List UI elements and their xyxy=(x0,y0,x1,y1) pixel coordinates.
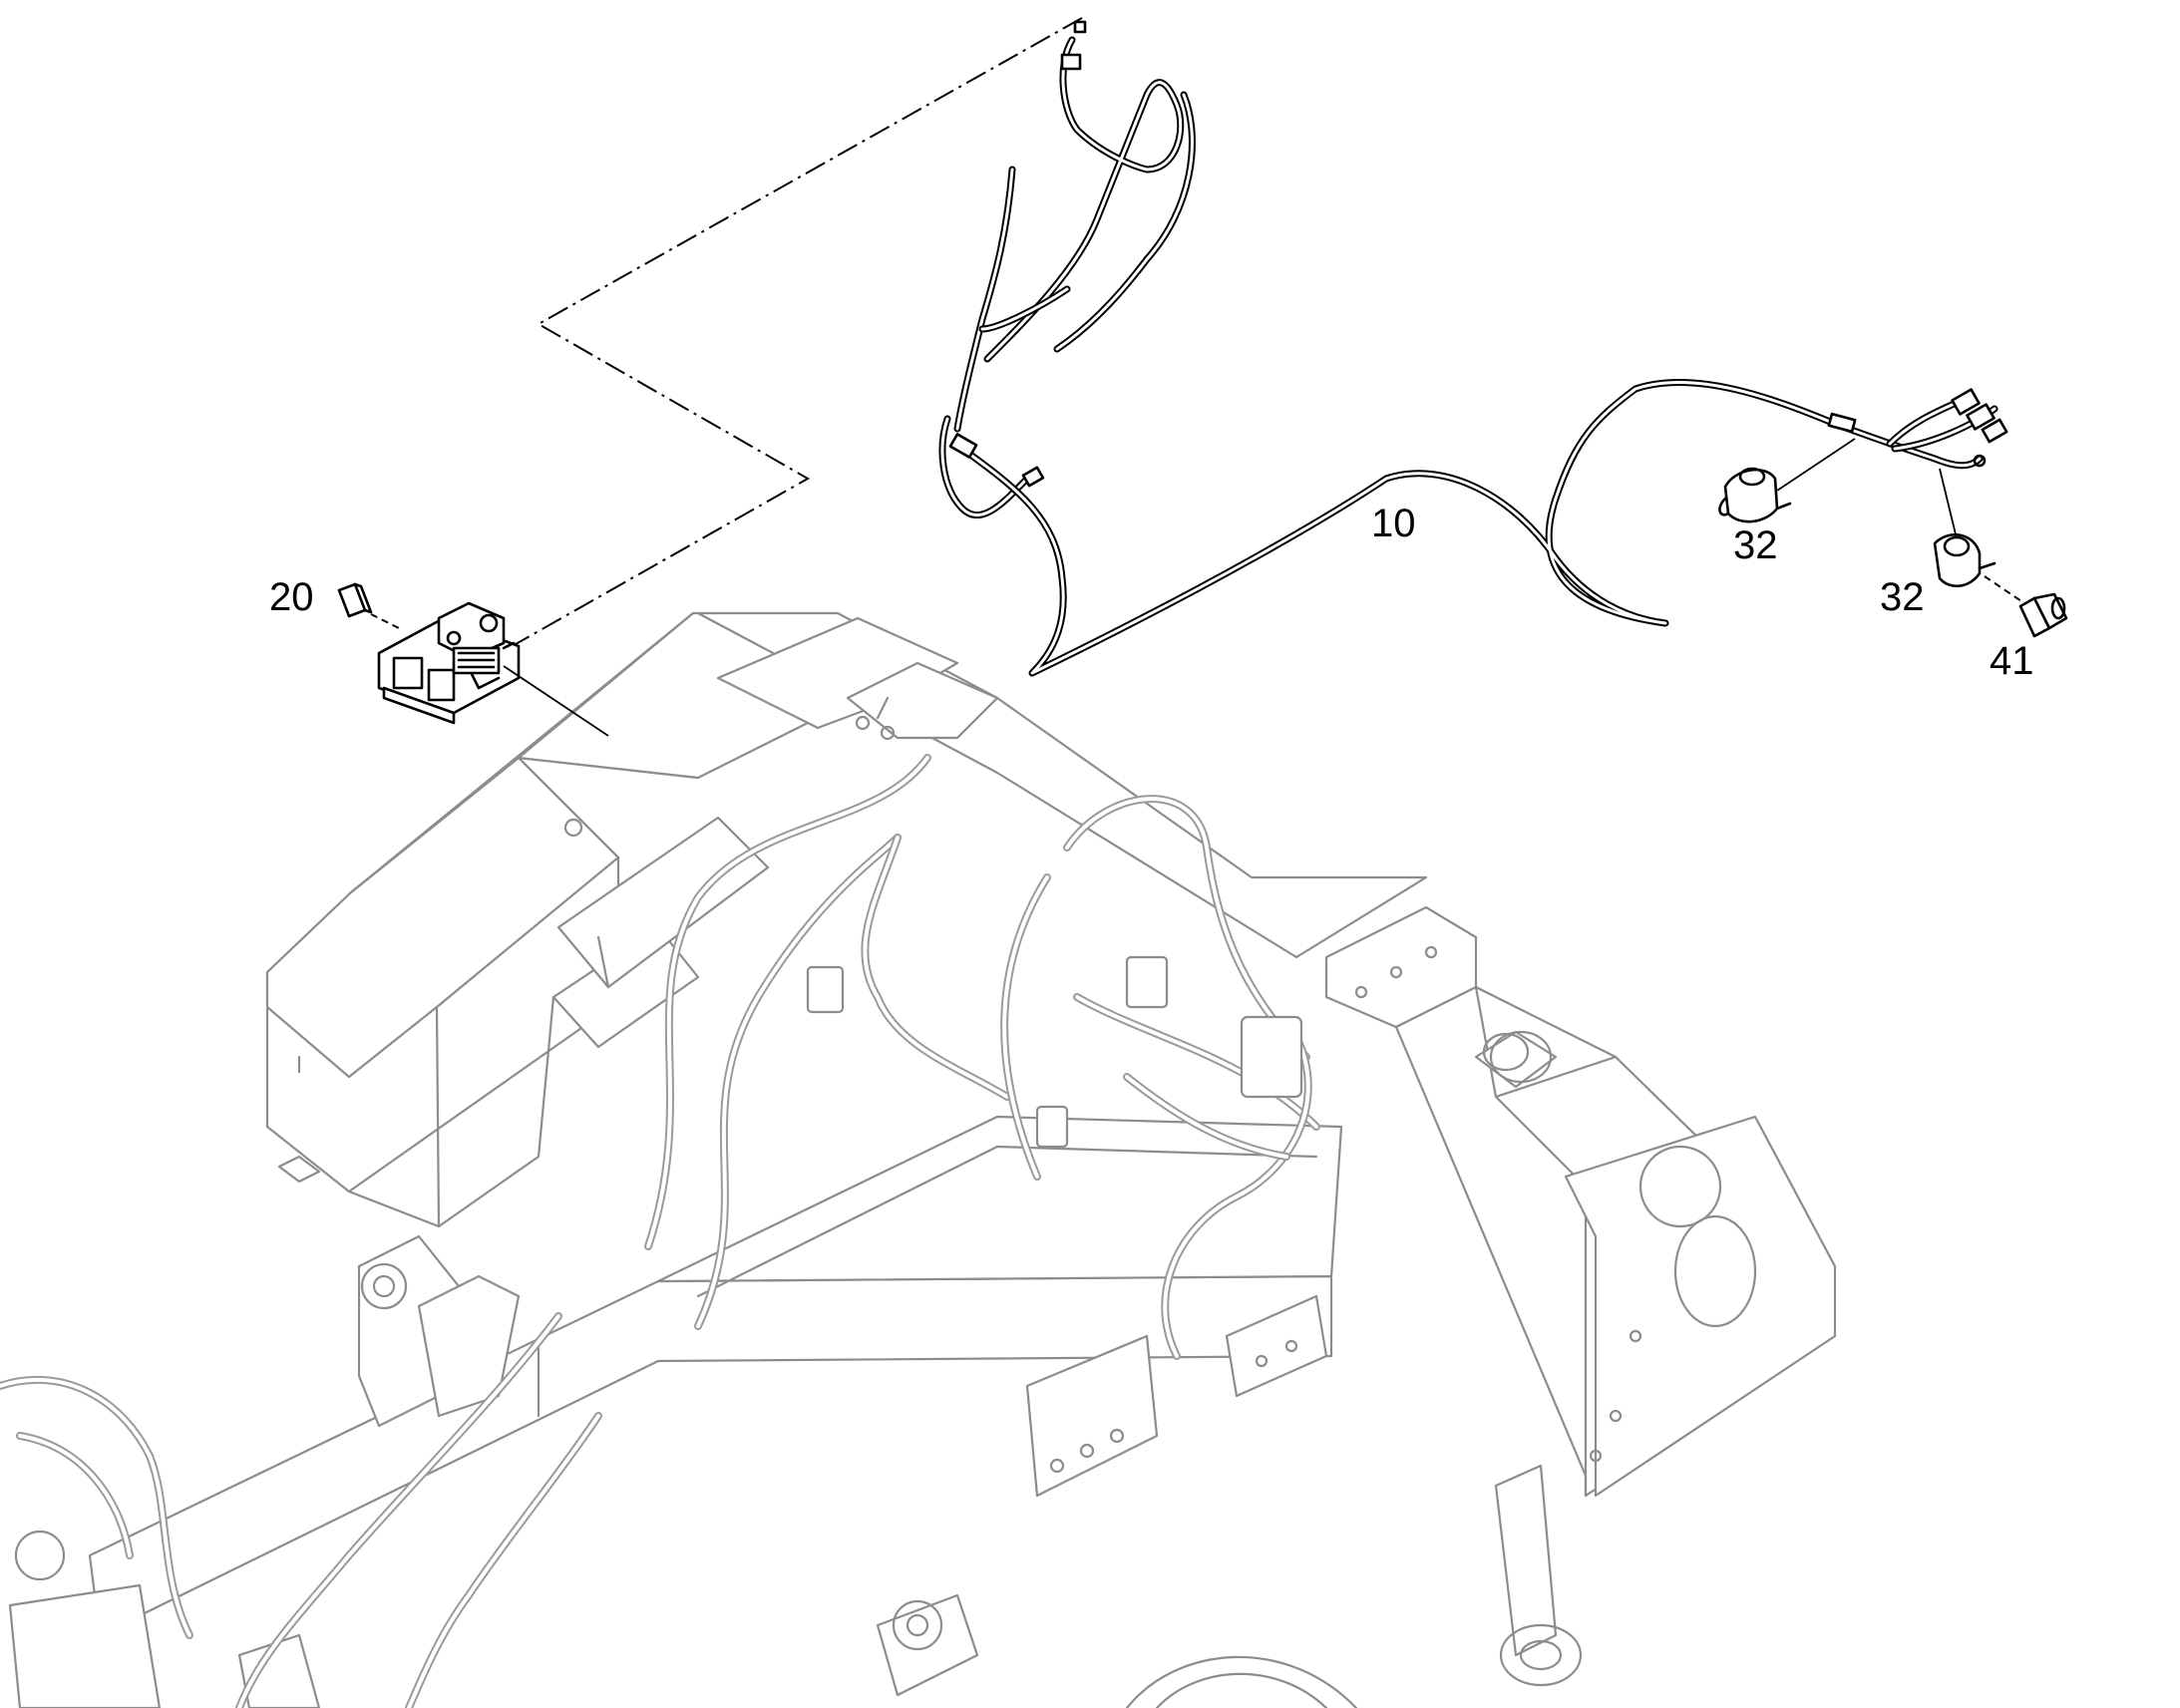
part-32-clamp-upper xyxy=(1718,467,1792,523)
part-20-fuse xyxy=(337,582,400,629)
callout-10: 10 xyxy=(1371,502,1416,545)
frame-top-rail xyxy=(696,611,1837,1498)
callout-20: 20 xyxy=(269,575,314,619)
part-10-cable-harness xyxy=(938,20,2008,677)
lower-frame-rail xyxy=(8,1115,1583,1708)
leader-bolt xyxy=(1984,575,2025,604)
part-41-bolt xyxy=(2018,592,2068,638)
chassis-wiring-harness xyxy=(0,754,1530,1708)
leader-clamp-lower xyxy=(1939,468,1958,539)
callout-41: 41 xyxy=(1990,639,2034,683)
left-box-housing xyxy=(265,611,860,1228)
callout-32-lower: 32 xyxy=(1880,575,1925,619)
leader-module-to-chassis xyxy=(503,665,609,737)
callout-32-upper: 32 xyxy=(1733,523,1778,567)
assembly-route-line xyxy=(508,17,1083,649)
leader-clamp-upper xyxy=(1776,438,1856,492)
part-32-clamp-lower xyxy=(1933,533,1997,587)
control-module-bracket xyxy=(377,601,521,725)
chassis-assembly xyxy=(0,611,1837,1708)
